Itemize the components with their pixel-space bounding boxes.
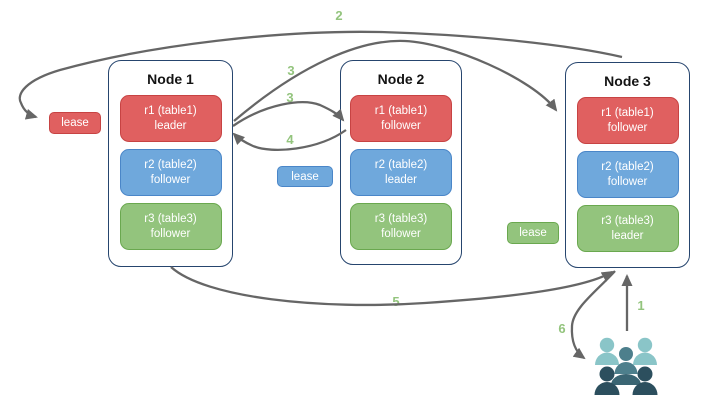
node-2-replica-r3: r3 (table3) follower: [350, 203, 452, 250]
replica-range-label: r2 (table2): [601, 160, 654, 173]
arrow-step-3-leader-to-node2: [232, 101, 345, 127]
node-3-replica-r2: r2 (table2) follower: [576, 151, 679, 198]
step-label-1: 1: [637, 298, 645, 313]
replica-role-label: leader: [154, 119, 187, 132]
node-2-replica-r1: r1 (table1) follower: [350, 95, 452, 142]
node-2-title: Node 2: [377, 71, 425, 87]
replica-role-label: follower: [381, 119, 421, 132]
replica-role-label: leader: [611, 229, 644, 242]
node-1-box: Node 1 r1 (table1) leader r2 (table2) fo…: [108, 60, 233, 267]
step-label-3b: 3: [286, 90, 294, 105]
step-label-5: 5: [392, 294, 400, 309]
replica-role-label: leader: [385, 173, 417, 186]
node-1-replica-r3: r3 (table3) follower: [119, 203, 222, 250]
node-2-box: Node 2 r1 (table1) follower r2 (table2) …: [340, 60, 462, 265]
replica-role-label: follower: [381, 227, 421, 240]
replica-role-label: follower: [150, 227, 191, 240]
lease-badge-node1: lease: [49, 112, 101, 134]
node-1-title: Node 1: [147, 71, 194, 87]
step-label-4: 4: [286, 132, 294, 147]
lease-badge-node2: lease: [277, 166, 333, 187]
replica-range-label: r3 (table3): [144, 212, 197, 225]
replica-range-label: r1 (table1): [601, 106, 654, 119]
lease-badge-node3: lease: [507, 222, 559, 244]
replica-role-label: follower: [607, 175, 648, 188]
step-label-2: 2: [335, 8, 343, 23]
node-1-replica-r1: r1 (table1) leader: [119, 95, 222, 142]
node-2-replica-r2: r2 (table2) leader: [350, 149, 452, 196]
replica-role-label: follower: [607, 121, 648, 134]
step-label-3a: 3: [287, 63, 295, 78]
clients-people-group-icon: [594, 337, 658, 395]
replica-range-label: r1 (table1): [374, 104, 428, 117]
replica-range-label: r2 (table2): [144, 158, 197, 171]
replica-role-label: follower: [150, 173, 191, 186]
node-3-box: Node 3 r1 (table1) follower r2 (table2) …: [565, 62, 690, 268]
node-3-replica-r1: r1 (table1) follower: [576, 97, 679, 144]
replica-range-label: r2 (table2): [374, 158, 428, 171]
replica-range-label: r3 (table3): [374, 212, 428, 225]
node-1-replica-r2: r2 (table2) follower: [119, 149, 222, 196]
replica-range-label: r3 (table3): [601, 214, 654, 227]
replica-range-label: r1 (table1): [144, 104, 197, 117]
node-3-replica-r3: r3 (table3) leader: [576, 205, 679, 252]
step-label-6: 6: [558, 321, 566, 336]
node-3-title: Node 3: [604, 73, 651, 89]
